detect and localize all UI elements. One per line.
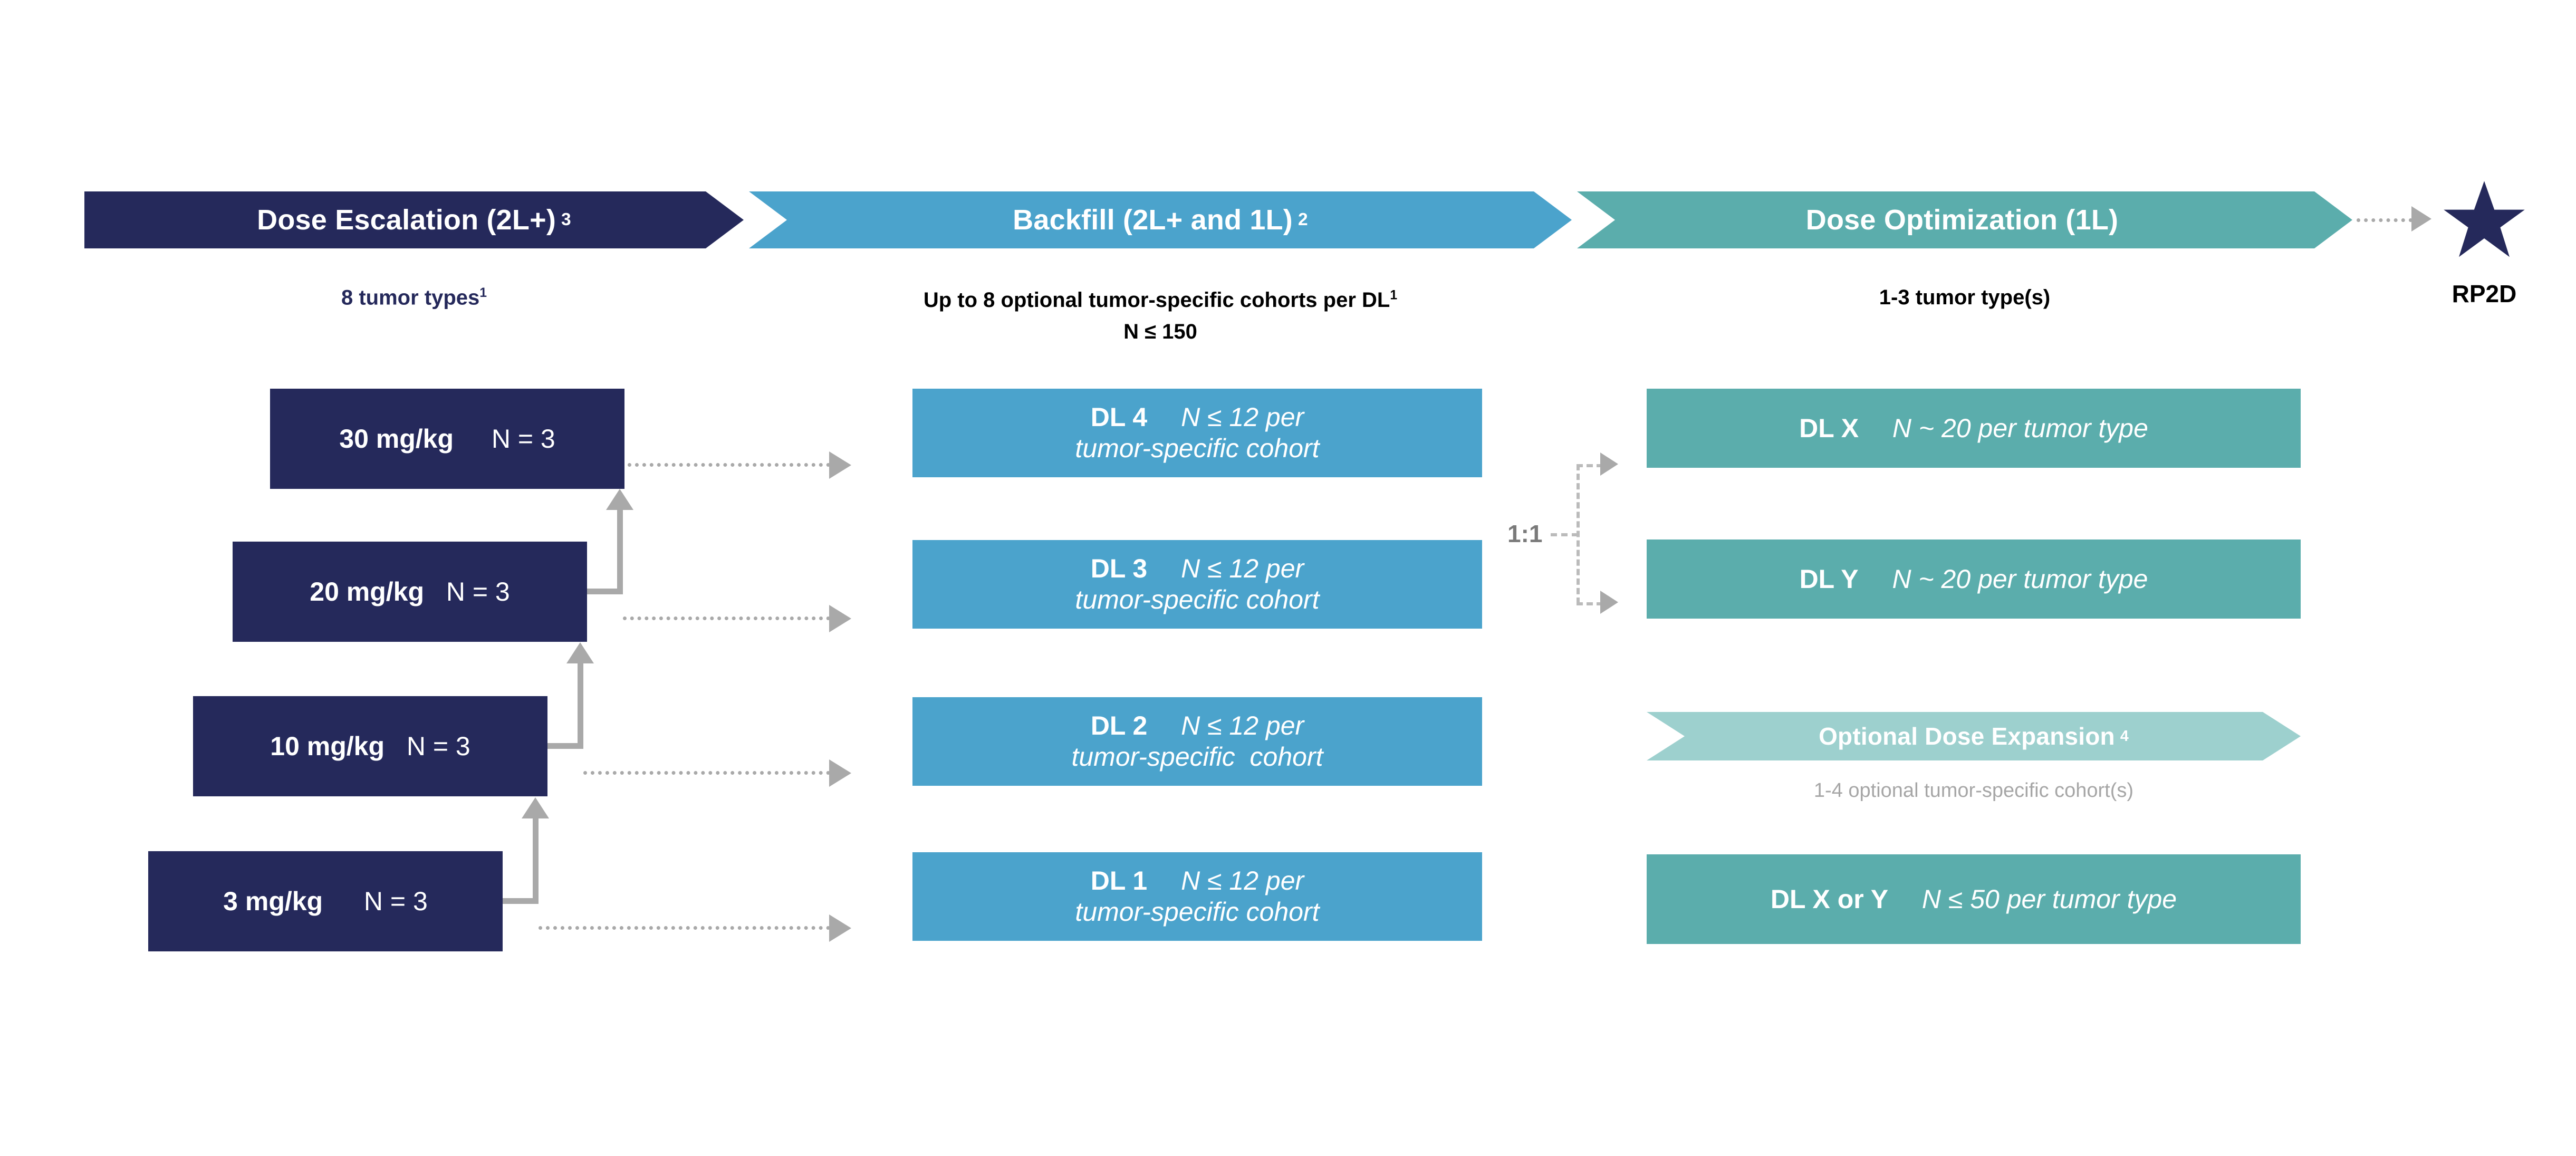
rp2d-star-icon xyxy=(2444,181,2525,257)
escalation-n: N = 3 xyxy=(491,423,555,454)
escalation-n: N = 3 xyxy=(363,886,428,916)
randomization-branch-arrow-x xyxy=(1600,452,1618,476)
escalation-box-10[interactable]: 10 mg/kg N = 3 xyxy=(193,696,547,796)
backfill-level: DL 3 xyxy=(1090,554,1148,583)
caption-text: Up to 8 optional tumor-specific cohorts … xyxy=(923,288,1390,312)
escalation-arrow-3-horizontal xyxy=(503,898,539,904)
phase-banner-backfill[interactable]: Backfill (2L+ and 1L) 2 xyxy=(749,191,1572,248)
optimization-level: DL X xyxy=(1799,413,1859,443)
phase-banner-title: Dose Escalation (2L+) xyxy=(257,204,556,236)
escalation-arrow-20-head xyxy=(606,489,633,510)
expansion-title: Optional Dose Expansion xyxy=(1819,722,2115,750)
backfill-line1: N ≤ 12 per xyxy=(1181,711,1304,740)
optimization-box-dly[interactable]: DL Y N ~ 20 per tumor type xyxy=(1647,540,2301,619)
optimization-level: DL Y xyxy=(1799,564,1859,594)
randomization-spine-line xyxy=(1577,464,1580,604)
expansion-superscript: 4 xyxy=(2120,727,2129,745)
phase-banner-superscript: 2 xyxy=(1298,210,1308,229)
caption-backfill: Up to 8 optional tumor-specific cohorts … xyxy=(749,286,1572,346)
escalation-box-3[interactable]: 3 mg/kg N = 3 xyxy=(148,851,503,951)
backfill-link-arrow-20 xyxy=(829,605,851,632)
backfill-link-arrow-30 xyxy=(829,451,851,479)
escalation-arrow-10-vertical xyxy=(578,662,583,749)
phase-banner-superscript: 3 xyxy=(561,210,571,229)
phase-banner-dose-optimization[interactable]: Dose Optimization (1L) xyxy=(1577,191,2352,248)
backfill-box-dl3[interactable]: DL 3 N ≤ 12 per tumor-specific cohort xyxy=(912,540,1482,629)
optimization-detail: N ~ 20 per tumor type xyxy=(1892,413,2148,443)
phase-banner-title: Dose Optimization (1L) xyxy=(1805,204,2119,236)
escalation-arrow-20-horizontal xyxy=(587,589,623,594)
optional-dose-expansion-banner[interactable]: Optional Dose Expansion 4 xyxy=(1647,712,2301,760)
expansion-level: DL X or Y xyxy=(1770,884,1889,914)
backfill-box-dl2[interactable]: DL 2 N ≤ 12 per tumor-specific cohort xyxy=(912,697,1482,786)
backfill-line1: N ≤ 12 per xyxy=(1181,554,1304,583)
escalation-arrow-3-head xyxy=(522,797,549,818)
phase-banner-title: Backfill (2L+ and 1L) xyxy=(1013,204,1293,236)
backfill-link-dotline-30 xyxy=(628,463,830,467)
randomization-ratio-label: 1:1 xyxy=(1507,520,1543,547)
optimization-box-dlx[interactable]: DL X N ~ 20 per tumor type xyxy=(1647,389,2301,468)
expansion-detail: N ≤ 50 per tumor type xyxy=(1921,884,2177,914)
backfill-link-dotline-20 xyxy=(623,616,830,620)
caption-text: 1-3 tumor type(s) xyxy=(1879,286,2051,309)
backfill-level: DL 2 xyxy=(1090,711,1148,740)
backfill-line2: tumor-specific cohort xyxy=(1075,585,1320,614)
backfill-box-dl4[interactable]: DL 4 N ≤ 12 per tumor-specific cohort xyxy=(912,389,1482,477)
escalation-n: N = 3 xyxy=(446,576,510,606)
backfill-line2: tumor-specific cohort xyxy=(1075,434,1320,463)
escalation-arrow-10-horizontal xyxy=(547,743,583,749)
backfill-link-arrow-3 xyxy=(829,914,851,942)
caption-superscript: 1 xyxy=(1390,288,1398,303)
caption-text: 8 tumor types xyxy=(341,286,480,310)
randomization-branch-arrow-y xyxy=(1600,591,1618,614)
randomization-stub-line xyxy=(1551,533,1578,536)
escalation-dose: 20 mg/kg xyxy=(310,576,425,606)
backfill-link-arrow-10 xyxy=(829,759,851,787)
escalation-dose: 10 mg/kg xyxy=(270,731,385,761)
backfill-line1: N ≤ 12 per xyxy=(1181,866,1304,895)
banner-to-star-arrowhead xyxy=(2411,206,2431,232)
escalation-arrow-3-vertical xyxy=(533,817,539,904)
optional-dose-expansion-caption: 1-4 optional tumor-specific cohort(s) xyxy=(1813,779,2134,802)
backfill-box-dl1[interactable]: DL 1 N ≤ 12 per tumor-specific cohort xyxy=(912,852,1482,941)
backfill-level: DL 1 xyxy=(1090,866,1148,895)
backfill-level: DL 4 xyxy=(1090,402,1148,432)
randomization-branch-line-y xyxy=(1577,602,1603,605)
backfill-line2: tumor-specific cohort xyxy=(1075,897,1320,927)
expansion-box-dlxy[interactable]: DL X or Y N ≤ 50 per tumor type xyxy=(1647,854,2301,944)
rp2d-label: RP2D xyxy=(2452,280,2517,307)
backfill-line1: N ≤ 12 per xyxy=(1181,402,1304,432)
randomization-branch-line-x xyxy=(1577,464,1603,467)
escalation-arrow-10-head xyxy=(566,642,594,663)
backfill-link-dotline-10 xyxy=(583,771,830,775)
escalation-n: N = 3 xyxy=(406,731,470,761)
phase-banner-dose-escalation[interactable]: Dose Escalation (2L+) 3 xyxy=(84,191,744,248)
caption-superscript: 1 xyxy=(479,286,487,300)
caption-dose-escalation: 8 tumor types1 xyxy=(84,286,744,310)
escalation-arrow-20-vertical xyxy=(617,509,623,592)
escalation-box-20[interactable]: 20 mg/kg N = 3 xyxy=(233,542,587,642)
caption-backfill-n: N ≤ 150 xyxy=(1123,320,1197,343)
escalation-dose: 3 mg/kg xyxy=(223,886,323,916)
escalation-dose: 30 mg/kg xyxy=(339,423,454,454)
caption-dose-optimization: 1-3 tumor type(s) xyxy=(1577,286,2352,310)
escalation-box-30[interactable]: 30 mg/kg N = 3 xyxy=(270,389,624,489)
banner-to-star-dotted-line xyxy=(2357,218,2412,222)
backfill-line2: tumor-specific cohort xyxy=(1071,742,1323,772)
optimization-detail: N ~ 20 per tumor type xyxy=(1892,564,2148,594)
backfill-link-dotline-3 xyxy=(539,926,830,930)
